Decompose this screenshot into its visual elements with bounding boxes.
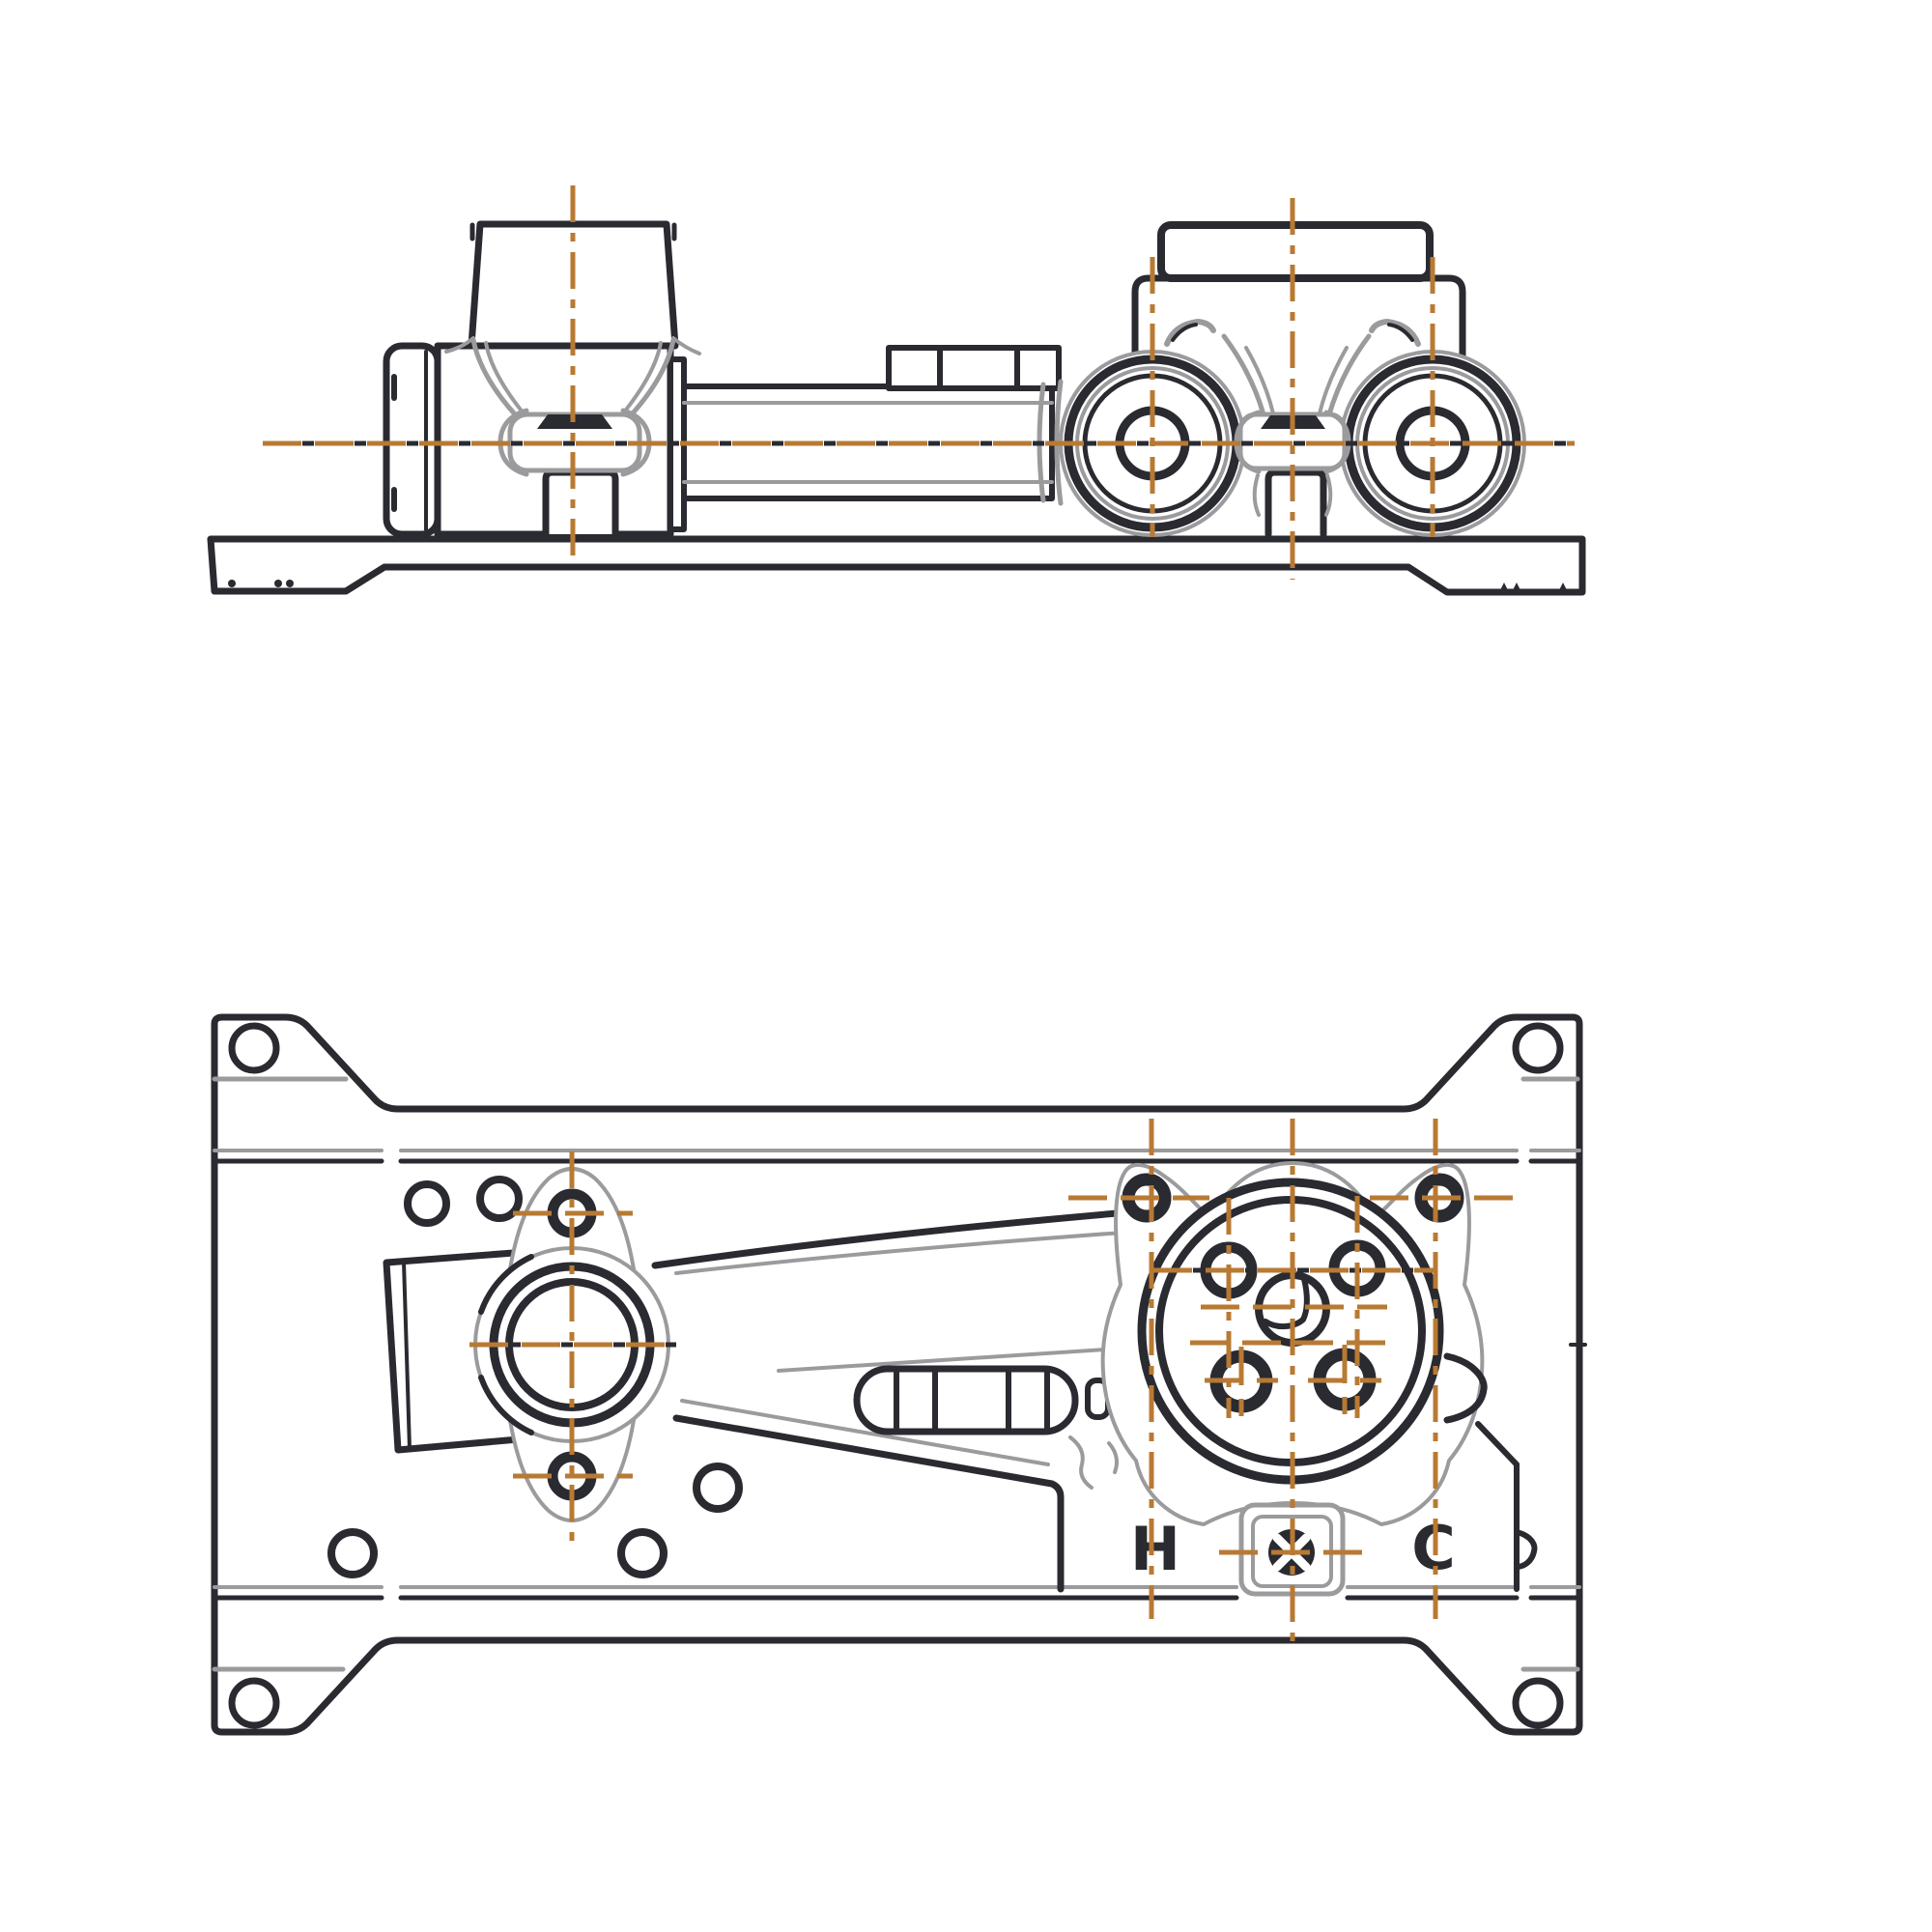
spring-detail — [1107, 1441, 1119, 1474]
baseplate-notch — [1499, 582, 1509, 592]
funnel-line — [628, 337, 676, 418]
spring-detail — [1068, 1435, 1094, 1490]
top-view — [207, 185, 1586, 596]
baseplate-notch — [1558, 582, 1568, 592]
funnel-line — [470, 337, 519, 418]
hook-detail — [1171, 323, 1198, 342]
connecting-arm — [651, 1208, 1132, 1593]
baseplate-dot — [274, 580, 282, 587]
valve-cap — [1157, 221, 1434, 282]
hook-detail — [1387, 323, 1414, 342]
stem — [542, 469, 619, 538]
plate-hole — [476, 1176, 523, 1222]
funnel-flare — [444, 336, 475, 354]
plate-rib-lines — [212, 1149, 1582, 1601]
tab-screw-hole — [1512, 1677, 1564, 1729]
funnel-line — [621, 341, 663, 415]
arm-inner-line — [680, 1399, 1050, 1466]
hook-detail — [1369, 319, 1421, 347]
bottom-view-centerlines — [469, 1119, 1515, 1644]
arm-top-edge — [651, 1208, 1132, 1269]
plate-hole — [693, 1463, 743, 1513]
baseplate-dot — [228, 580, 236, 587]
arm-inner-line — [674, 1231, 1124, 1275]
tab-screw-hole — [228, 1677, 280, 1729]
arm-bottom-edge — [672, 1414, 1065, 1593]
bottom-view: H C — [211, 1013, 1587, 1736]
funnel-mask — [1224, 288, 1369, 414]
baseplate-notch — [1512, 582, 1521, 592]
plate-hole — [327, 1528, 378, 1578]
panel-bump — [1514, 1529, 1538, 1570]
hook-detail — [1164, 319, 1216, 347]
panel-edge-diagonal — [1475, 1421, 1520, 1467]
plate-hole — [404, 1180, 450, 1227]
side-lug — [1443, 1352, 1488, 1424]
spring-detail — [1324, 473, 1333, 517]
cartridge-keyway — [1263, 1276, 1310, 1329]
tab-screw-hole — [228, 1022, 280, 1074]
barrel-top-block — [886, 345, 1062, 391]
top-view-centerlines — [263, 185, 1575, 580]
plate-hole — [617, 1528, 668, 1578]
funnel-line — [1326, 333, 1372, 417]
flange-dark-arc — [478, 1375, 534, 1435]
spout-duct-inner — [402, 1260, 412, 1451]
baseplate-dot — [286, 580, 294, 587]
funnel-line — [1244, 346, 1275, 415]
funnel-flare — [671, 336, 701, 355]
spout-body-side — [383, 220, 1064, 538]
baseplate — [207, 535, 1586, 596]
funnel-line — [484, 341, 526, 415]
funnel-line — [1221, 333, 1266, 417]
tab-screw-hole — [1512, 1022, 1564, 1074]
arm-inner-line — [777, 1347, 1122, 1373]
funnel-line — [1318, 346, 1349, 415]
hot-label: H — [1130, 1514, 1180, 1584]
flange-dark-arc — [478, 1254, 534, 1315]
spring-detail — [1252, 473, 1261, 517]
arm-slot — [853, 1365, 1079, 1435]
stem — [1264, 469, 1327, 538]
